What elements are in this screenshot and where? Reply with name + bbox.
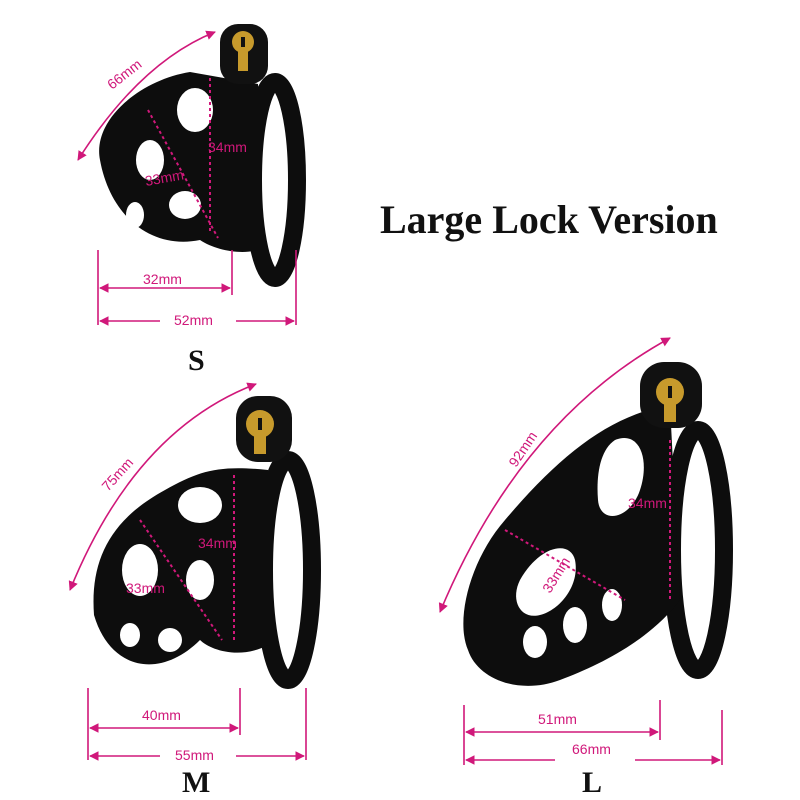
page-title: Large Lock Version [380, 197, 718, 242]
cage-l [463, 405, 680, 686]
cage-hole [169, 191, 201, 219]
cage-hole [563, 607, 587, 643]
dim-inner-m: 40mm [142, 707, 181, 723]
dim-total-s: 52mm [174, 312, 213, 328]
dim-total-m: 55mm [175, 747, 214, 763]
dim-inner-l: 51mm [538, 711, 577, 727]
size-label-m: M [182, 766, 211, 799]
cage-hole [523, 626, 547, 658]
cage-hole [126, 202, 144, 228]
dim-diameter-m: 33mm [126, 580, 165, 596]
ring-s [244, 73, 306, 287]
cage-hole [602, 589, 622, 621]
dim-height-m: 34mm [198, 535, 237, 551]
dim-total-l: 66mm [572, 741, 611, 757]
lock-icon [664, 396, 676, 422]
device-l [463, 362, 733, 686]
cage-hole [158, 628, 182, 652]
lock-icon [238, 45, 248, 71]
dim-height-s: 34mm [208, 139, 247, 155]
size-label-s: S [188, 344, 205, 377]
cage-hole [186, 560, 214, 600]
dim-length-s: 66mm [104, 56, 145, 93]
dim-diameter-s: 33mm [144, 166, 185, 189]
size-label-l: L [582, 766, 603, 799]
dim-length-l: 92mm [505, 428, 540, 469]
lock-icon [254, 428, 266, 454]
cage-hole [177, 88, 213, 132]
cage-hole [120, 623, 140, 647]
dim-inner-s: 32mm [143, 271, 182, 287]
ring-m [255, 451, 321, 689]
dim-height-l: 34mm [628, 495, 667, 511]
dim-length-m: 75mm [98, 454, 136, 494]
dimensions-s: 66mm 34mm 33mm 32mm 52mm [77, 30, 297, 328]
ring-l [663, 421, 733, 679]
cage-hole [178, 487, 222, 523]
